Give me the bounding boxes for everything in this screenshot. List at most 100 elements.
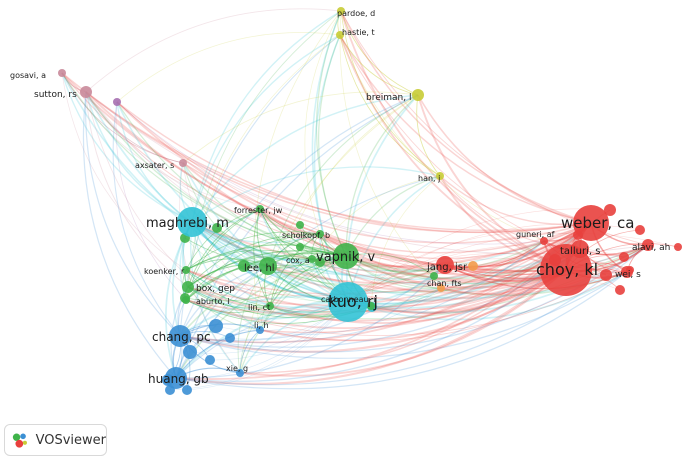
node-sutton-rs[interactable] xyxy=(80,86,92,98)
network-link xyxy=(269,233,321,307)
node-weber-ca[interactable] xyxy=(573,205,609,241)
network-link xyxy=(339,34,567,271)
node-label-lin-ct[interactable]: lin, ct xyxy=(248,303,270,312)
node-label-huang-gb[interactable]: huang, gb xyxy=(148,372,209,386)
node-maghrebi-m[interactable] xyxy=(177,207,207,237)
network-node[interactable] xyxy=(238,260,250,272)
network-link xyxy=(182,162,567,277)
network-node[interactable] xyxy=(212,223,222,233)
node-label-breiman-l[interactable]: breiman, l xyxy=(366,93,411,103)
node-label-jang-jsr[interactable]: jang, jsr xyxy=(426,262,468,273)
node-unlabeled-purple[interactable] xyxy=(113,98,121,106)
network-node[interactable] xyxy=(674,243,682,251)
node-label-kuo-rj[interactable]: kuo, rj xyxy=(328,292,378,311)
network-link xyxy=(61,72,187,271)
node-label-aburto-l[interactable]: aburto, l xyxy=(196,297,230,306)
network-node[interactable] xyxy=(225,333,235,343)
network-node[interactable] xyxy=(205,355,215,365)
network-link xyxy=(185,299,271,313)
node-label-lee-hl[interactable]: lee, hl xyxy=(244,263,275,274)
network-link xyxy=(259,208,567,281)
network-node[interactable] xyxy=(615,285,625,295)
node-alavi-ah[interactable] xyxy=(642,239,654,251)
node-label-hastie-t[interactable]: hastie, t xyxy=(342,28,375,37)
node-label-gosavi-a[interactable]: gosavi, a xyxy=(10,71,46,80)
node-label-alavi-ah[interactable]: alavi, ah xyxy=(632,243,670,253)
network-link xyxy=(185,231,321,271)
node-breiman-l[interactable] xyxy=(412,89,424,101)
network-node[interactable] xyxy=(619,252,629,262)
node-jang-jsr[interactable] xyxy=(436,256,454,274)
node-vapnik-v[interactable] xyxy=(333,243,359,269)
node-label-box-gep[interactable]: box, gep xyxy=(196,284,235,294)
network-node[interactable] xyxy=(600,269,612,281)
node-axsater-s[interactable] xyxy=(179,159,187,167)
network-node[interactable] xyxy=(296,221,304,229)
network-node[interactable] xyxy=(468,261,478,271)
node-huang-gb[interactable] xyxy=(165,367,187,389)
network-link xyxy=(61,72,446,266)
node-label-weber-ca[interactable]: weber, ca xyxy=(561,214,634,232)
network-link xyxy=(216,227,347,261)
node-kuo-rj[interactable] xyxy=(328,282,368,322)
node-choy-kl[interactable] xyxy=(540,244,592,296)
network-link xyxy=(345,255,628,297)
network-node[interactable] xyxy=(183,345,197,359)
network-link xyxy=(191,221,581,281)
node-carbonneau-r[interactable] xyxy=(367,302,375,310)
network-node[interactable] xyxy=(182,385,192,395)
node-label-wei-s[interactable]: wei, s xyxy=(615,270,641,280)
node-label-chan-fts[interactable]: chan, fts xyxy=(427,279,462,288)
node-label-scholkopf-b[interactable]: scholkopf, b xyxy=(282,231,330,240)
node-li-h[interactable] xyxy=(256,326,264,334)
node-hastie-t[interactable] xyxy=(336,31,344,39)
network-link xyxy=(543,240,649,255)
node-label-choy-kl[interactable]: choy, kl xyxy=(536,260,598,279)
network-node[interactable] xyxy=(635,225,645,235)
node-xie-g[interactable] xyxy=(236,369,244,377)
node-aburto-l[interactable] xyxy=(182,296,190,304)
network-node[interactable] xyxy=(296,243,304,251)
node-label-koenker-r[interactable]: koenker, r xyxy=(144,267,185,276)
node-label-guneri-af[interactable]: guneri, af xyxy=(516,230,555,239)
node-lee-hl[interactable] xyxy=(259,257,277,275)
node-chan-fts[interactable] xyxy=(437,284,445,292)
network-link xyxy=(345,255,567,289)
node-lin-ct[interactable] xyxy=(266,302,274,310)
network-node[interactable] xyxy=(430,272,438,280)
node-koenker-r[interactable] xyxy=(182,266,190,274)
node-label-maghrebi-m[interactable]: maghrebi, m xyxy=(146,216,229,231)
node-chang-pc[interactable] xyxy=(169,325,191,347)
network-link xyxy=(175,269,567,385)
node-wei-s[interactable] xyxy=(621,266,633,278)
node-label-pardoe-d[interactable]: pardoe, d xyxy=(337,9,375,18)
network-link xyxy=(185,269,349,309)
node-pardoe-d[interactable] xyxy=(337,7,345,15)
node-scholkopf-b[interactable] xyxy=(316,230,324,238)
node-label-vapnik-v[interactable]: vapnik, v xyxy=(316,250,376,265)
node-box-gep[interactable] xyxy=(182,281,194,293)
node-label-xie-g[interactable]: xie, g xyxy=(226,364,248,373)
vosviewer-logo[interactable]: VOSviewer xyxy=(4,424,107,456)
node-label-chang-pc[interactable]: chang, pc xyxy=(152,330,211,344)
network-node[interactable] xyxy=(315,257,325,267)
node-label-han-j[interactable]: han, j xyxy=(418,174,440,183)
node-label-carbonneau-r[interactable]: carbonneau, r xyxy=(321,295,378,304)
node-guneri-af[interactable] xyxy=(540,237,548,245)
network-link xyxy=(191,221,261,331)
node-label-talluri-s[interactable]: talluri, s xyxy=(560,246,600,257)
network-node[interactable] xyxy=(209,319,223,333)
node-han-j[interactable] xyxy=(436,172,444,180)
node-label-li-h[interactable]: li, h xyxy=(254,321,269,330)
node-gosavi-a[interactable] xyxy=(58,69,66,77)
node-label-axsater-s[interactable]: axsater, s xyxy=(135,161,174,170)
node-label-forrester-jw[interactable]: forrester, jw xyxy=(234,206,283,215)
node-label-cox-a[interactable]: cox, a xyxy=(286,256,310,265)
network-node[interactable] xyxy=(604,204,616,216)
node-cox-a[interactable] xyxy=(308,255,316,263)
node-forrester-jw[interactable] xyxy=(256,205,264,213)
node-label-sutton-rs[interactable]: sutton, rs xyxy=(34,90,77,100)
vosviewer-icon xyxy=(12,433,27,448)
